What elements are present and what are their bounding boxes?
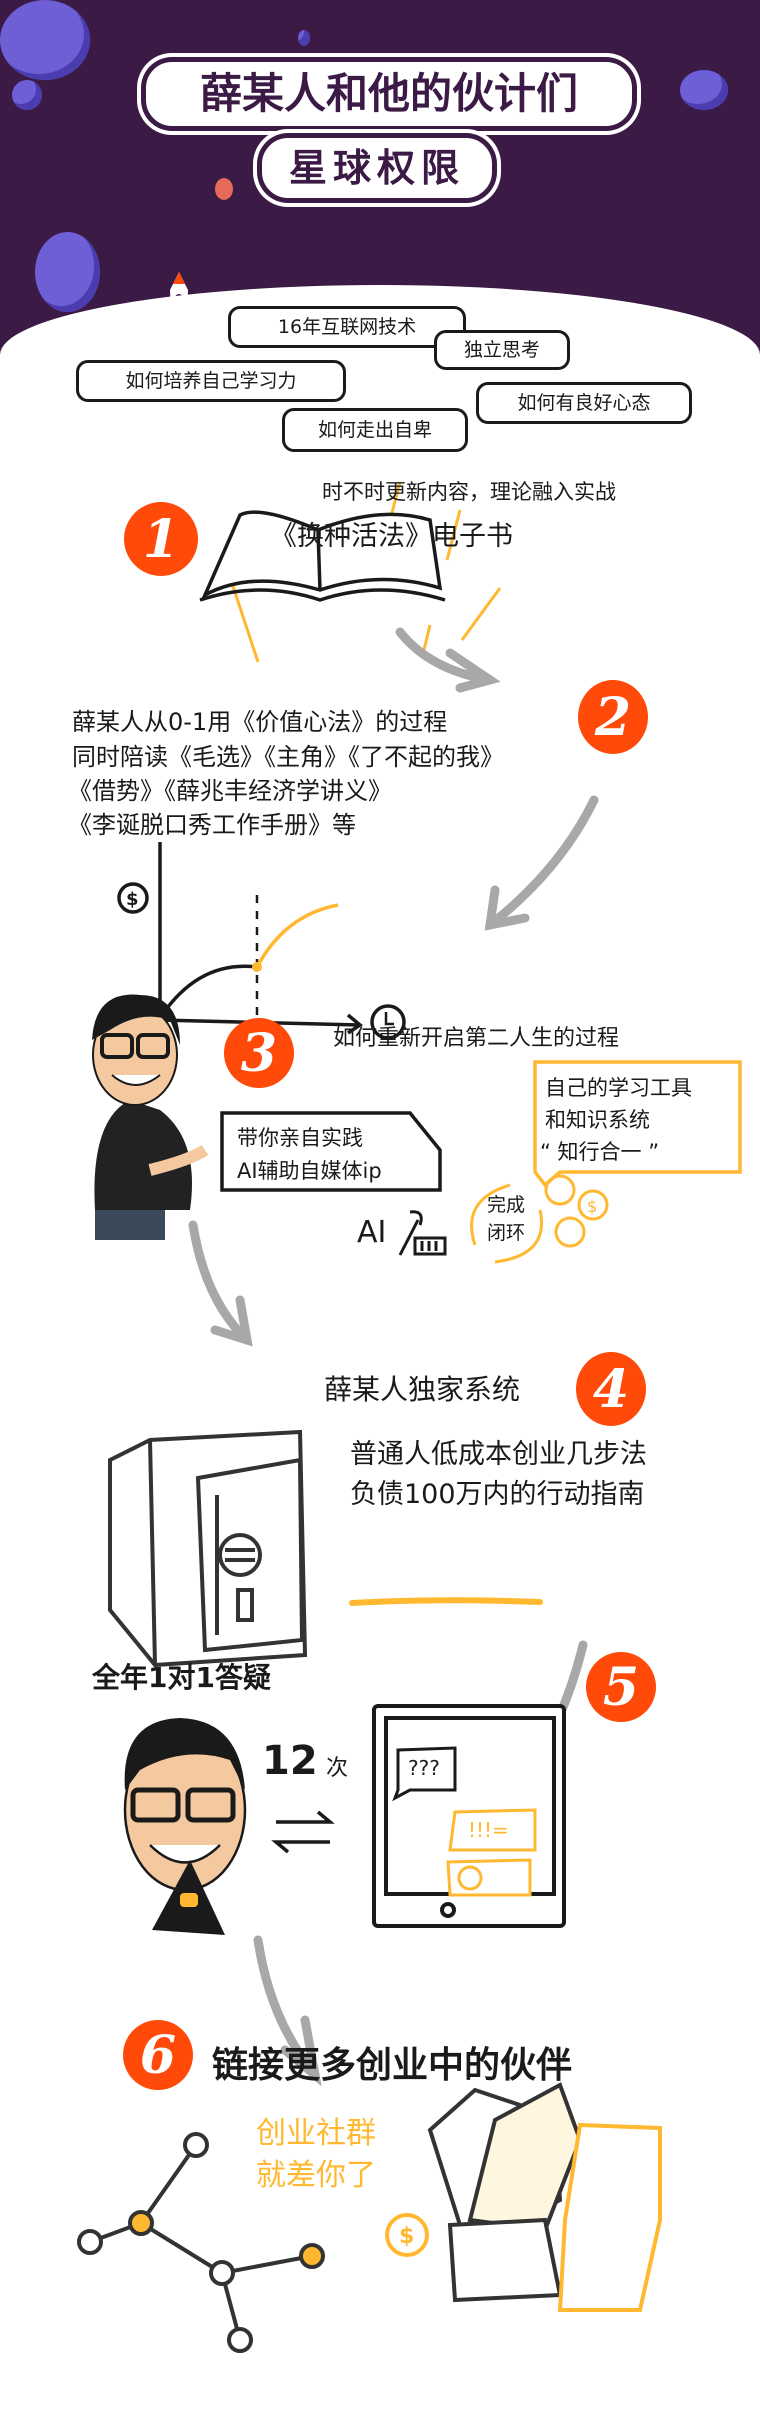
- clock-icon: [370, 1004, 406, 1040]
- bubble-learning-ability: 如何培养自己学习力: [76, 360, 346, 402]
- chat-bubbles: [392, 1746, 537, 1897]
- section3-heading: 如何重新开启第二人生的过程: [333, 1026, 620, 1051]
- guide-underline: [349, 1597, 543, 1606]
- system-line: 和知识系统: [545, 1108, 650, 1132]
- dollar-coin-icon: [385, 2213, 429, 2257]
- step-number-1: 1: [124, 502, 198, 576]
- planet-icon: [680, 70, 728, 110]
- bubble-good-mindset: 如何有良好心态: [476, 382, 692, 424]
- svg-text:$: $: [126, 889, 139, 910]
- wrench-battery-icon: [398, 1210, 447, 1256]
- section2-line: 《借势》《薛兆丰经济学讲义》: [68, 777, 392, 805]
- character-illustration: [92, 994, 209, 1240]
- section2-line: 《李诞脱口秀工作手册》等: [68, 811, 356, 839]
- network-graph-icon: [77, 2132, 325, 2353]
- practice-line: 带你亲自实践: [237, 1126, 363, 1150]
- ebook-title: 《换种活法》电子书: [270, 521, 513, 552]
- section5-heading: 全年1对1答疑: [92, 1661, 271, 1694]
- arrow-2-to-3: [485, 795, 599, 930]
- section6-heading: 链接更多创业中的伙伴: [212, 2045, 573, 2086]
- ai-label: AI: [357, 1215, 387, 1250]
- bubble-overcome-inferiority: 如何走出自卑: [282, 408, 468, 452]
- system-line: 自己的学习工具: [545, 1076, 692, 1100]
- community-line: 创业社群: [256, 2116, 376, 2151]
- practice-line: AI辅助自媒体ip: [237, 1159, 382, 1183]
- section4-heading: 薛某人独家系统: [324, 1373, 521, 1406]
- practice-box-frame: [220, 1111, 442, 1192]
- step-number-2: 2: [578, 680, 648, 754]
- exclaim-chat-text: !!!=: [468, 1818, 509, 1842]
- arrow-3-to-4: [188, 1220, 252, 1345]
- system-box-frame: [533, 1060, 742, 1188]
- community-line: 就差你了: [256, 2158, 376, 2193]
- session-count-unit: 次: [326, 1756, 349, 1781]
- safe-icon: [108, 1429, 308, 1668]
- growth-chart: $: [117, 842, 406, 1040]
- arrow-head: [445, 648, 501, 693]
- bubble-independent-thinking: 独立思考: [434, 330, 570, 370]
- page-title: 薛某人和他的伙计们: [146, 62, 632, 126]
- step-number-6: 6: [123, 2020, 193, 2090]
- arrow-head: [280, 2015, 322, 2087]
- planet-icon: [0, 0, 90, 80]
- loop-label: 闭环: [487, 1222, 526, 1244]
- character-face-illustration: [123, 1718, 247, 1935]
- question-chat-bubble: [392, 1746, 457, 1802]
- loop-arrows-icon: $: [470, 1174, 609, 1264]
- open-book-icon: [199, 510, 446, 602]
- puzzle-pieces-icon: $: [385, 2082, 662, 2312]
- small-red-planet-icon: [215, 178, 233, 200]
- loop-label: 完成: [487, 1194, 526, 1216]
- arrow-head: [484, 885, 530, 931]
- svg-text:$: $: [587, 1197, 597, 1216]
- page-subtitle: 星球权限: [262, 138, 492, 198]
- section2-line: 同时陪读《毛选》《主角》《了不起的我》: [72, 743, 504, 771]
- exchange-arrows-icon: [271, 1810, 335, 1854]
- arrow-1-to-2: [395, 627, 495, 685]
- dollar-icon: [117, 882, 149, 914]
- svg-text:$: $: [399, 2224, 414, 2249]
- system-line: “ 知行合一 ”: [540, 1140, 660, 1164]
- planet-icon: [35, 232, 100, 312]
- exclaim-chat-bubble: [448, 1808, 537, 1852]
- section4-line: 负债100万内的行动指南: [350, 1479, 645, 1510]
- step-number-4: 4: [576, 1352, 646, 1426]
- session-count: 12: [262, 1738, 318, 1784]
- section4-line: 普通人低成本创业几步法: [350, 1439, 647, 1470]
- bubble-internet-tech: 16年互联网技术: [228, 306, 466, 348]
- step-number-3: 3: [224, 1018, 294, 1088]
- step-number-5: 5: [586, 1652, 656, 1722]
- section2-line: 薛某人从0-1用《价值心法》的过程: [72, 708, 448, 736]
- planet-icon: [12, 80, 42, 110]
- arrow-head: [210, 1295, 253, 1347]
- question-chat-text: ???: [408, 1756, 440, 1780]
- planet-icon: [298, 30, 310, 46]
- section1-note: 时不时更新内容，理论融入实战: [322, 480, 616, 504]
